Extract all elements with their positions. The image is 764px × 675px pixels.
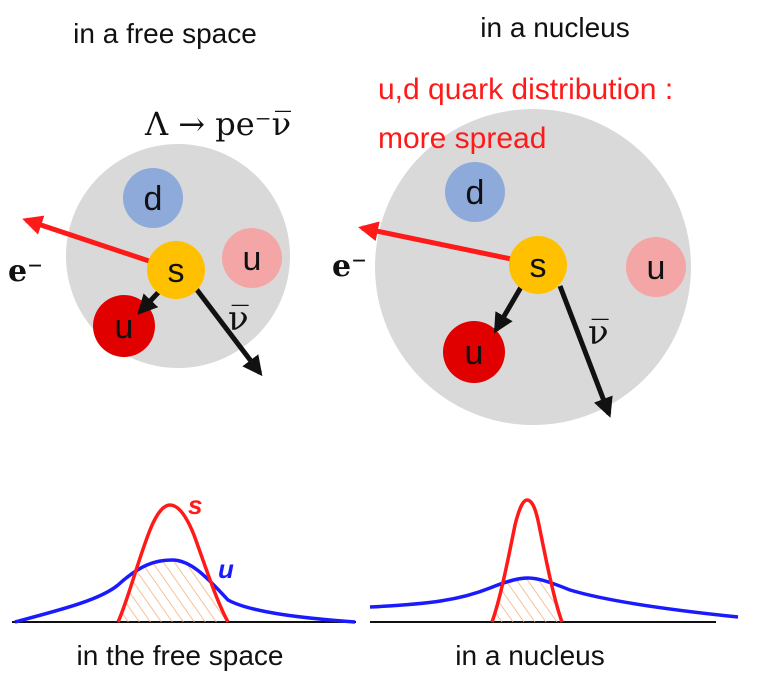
antineutrino-label-free: ν̅ [228, 299, 249, 339]
spread-note-line1: u,d quark distribution : [378, 73, 673, 106]
u-quark-red-nucleus [443, 321, 505, 383]
u-emission-arrow-nucleus [493, 280, 527, 334]
electron-arrow-nucleus [358, 221, 517, 263]
spread-note-line2: more spread [378, 122, 546, 155]
u-quark-light-nucleus [626, 237, 686, 297]
s-quark-label-nucleus: s [530, 247, 547, 285]
caption-free: in the free space [76, 640, 283, 671]
u-distribution-curve-nucleus [369, 576, 739, 619]
u-quark-red-label-free: u [115, 308, 134, 346]
u-quark-light-free [222, 228, 282, 288]
s-distribution-curve-nucleus [490, 498, 564, 623]
d-quark-label-free: d [144, 180, 163, 218]
u-curve-label: u [218, 554, 234, 584]
s-distribution-curve-free [116, 503, 230, 623]
s-curve-label: s [188, 490, 202, 520]
u-quark-light-label-free: u [243, 240, 262, 278]
u-quark-light-label-nucleus: u [647, 249, 666, 287]
antineutrino-arrow-nucleus [557, 285, 613, 418]
d-quark-free [123, 168, 183, 228]
overlap-hatch-free [118, 560, 228, 622]
left-heading: in a free space [73, 18, 257, 49]
u-quark-red-label-nucleus: u [465, 334, 484, 372]
reaction-equation: Λ → pe⁻ν̅ [144, 105, 291, 143]
s-quark-label-free: s [168, 252, 185, 290]
right-heading: in a nucleus [480, 12, 629, 43]
antineutrino-arrow-free [192, 284, 263, 377]
d-quark-nucleus [445, 162, 505, 222]
caption-nucleus: in a nucleus [455, 640, 604, 671]
electron-arrow-free [22, 215, 159, 267]
electron-label-free: e⁻ [8, 254, 43, 289]
antineutrino-label-nucleus: ν̅ [588, 313, 609, 353]
s-quark-free [147, 241, 205, 299]
s-quark-nucleus [509, 236, 567, 294]
electron-label-nucleus: e⁻ [332, 249, 367, 284]
u-distribution-curve-free [14, 558, 356, 624]
d-quark-label-nucleus: d [466, 174, 485, 212]
overlap-hatch-nucleus [492, 578, 562, 622]
